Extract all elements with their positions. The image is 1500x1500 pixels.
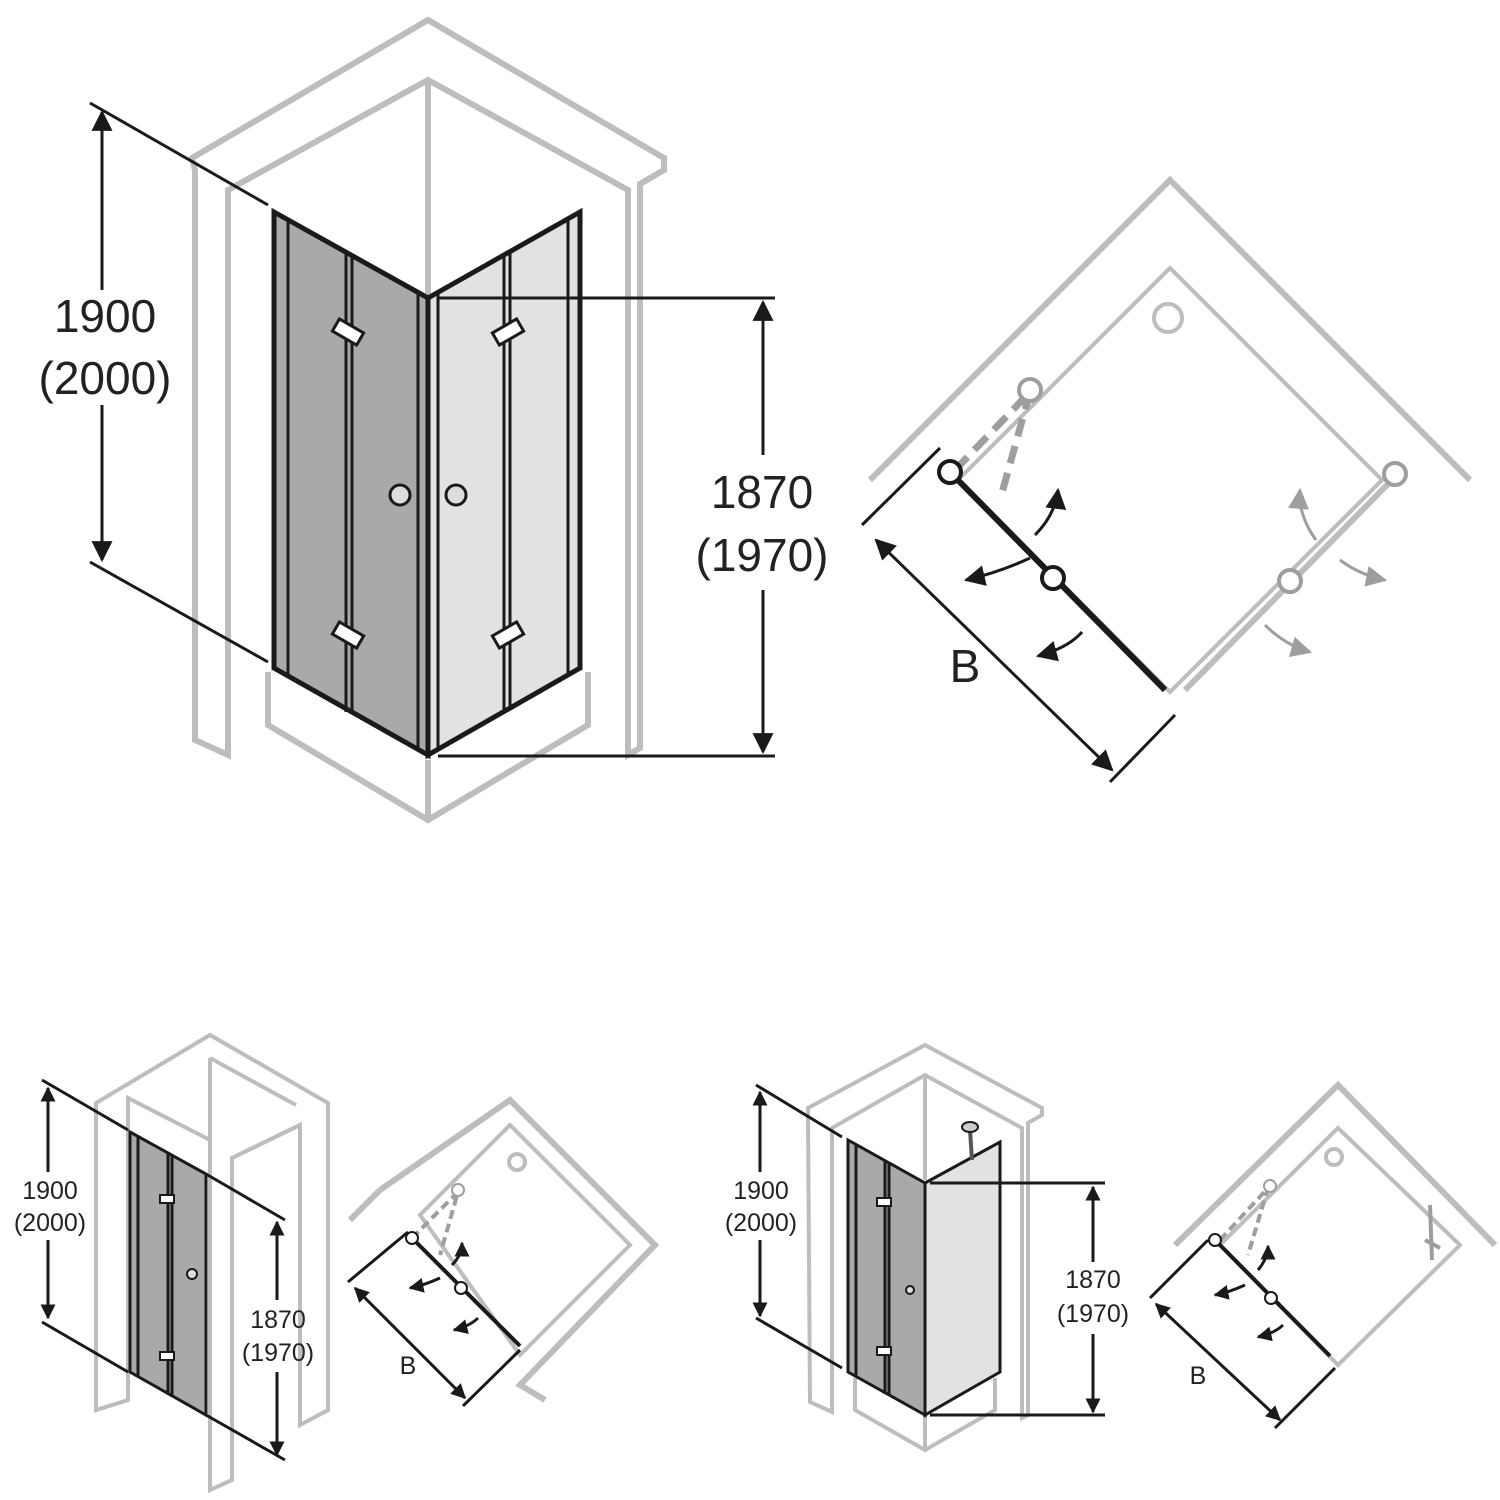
dimension-width: B [860,446,1177,784]
iso-left-door [271,207,431,760]
variant-right-total-height: 1900 (2000) [725,1083,843,1370]
door-height-value: 1870 [711,466,813,518]
variant-left-door-height-alt-value: (1970) [242,1339,314,1367]
variant-left-total-height-alt-value: (2000) [14,1209,86,1237]
variant-left-total-height: 1900 (2000) [14,1078,129,1374]
hinge-icon [490,316,526,348]
knob-icon [388,483,412,507]
pivot-icon [937,459,963,485]
knob-icon [905,1285,915,1295]
pivot-icon [1208,1233,1222,1247]
variant-left-door-height: 1870 (1970) [205,1172,314,1462]
folded-door-position [952,389,1033,473]
hinge-icon [330,316,366,348]
iso-walls [188,16,667,824]
variant-right-total-height-value: 1900 [733,1177,789,1205]
variant-left-iso-view: 1900 (2000) 1870 (1970) [14,1032,330,1494]
hinge-icon [159,1351,175,1361]
variant-right-door-height-value: 1870 [1065,1266,1121,1294]
pivot-icon [1264,1291,1278,1305]
variant-left-total-height-value: 1900 [22,1177,78,1205]
plan-drain-icon [1324,1147,1344,1167]
width-label: B [950,640,981,692]
pivot-icon [405,1231,419,1245]
variant-right-plan-view: B [1148,1080,1498,1430]
plan-drain-icon [507,1152,527,1172]
variant-right-fixed-panel [925,1142,1000,1415]
variant-left-plan-view: B [347,1096,660,1408]
variant-right-iso-view: 1900 (2000) 1870 (1970) [725,1042,1129,1453]
folded-door-position [410,1185,463,1256]
variant-left-width: B [347,1230,522,1408]
knob-icon [186,1268,198,1280]
hinge-icon [490,619,526,651]
door-height-alt-value: (1970) [696,529,829,581]
plan-drain-icon [1152,302,1184,334]
iso-right-door [425,207,583,760]
variant-right-door-height: 1870 (1970) [930,1181,1129,1417]
total-height-value: 1900 [54,290,156,342]
total-height-alt-value: (2000) [39,352,172,404]
variant-right-width-label: B [1190,1362,1207,1390]
pivot-icon [1382,461,1408,487]
hinge-icon [330,619,366,651]
variant-right-width: B [1148,1238,1337,1430]
main-iso-view: 1900 (2000) 1870 (1970) [39,16,829,824]
pivot-icon [1277,568,1303,594]
plan-right-door [1182,461,1408,693]
variant-left-width-label: B [400,1352,417,1380]
pivot-icon [454,1281,468,1295]
plan-walls [867,175,1473,483]
hinge-icon [876,1346,892,1356]
hinge-icon [876,1197,892,1207]
variant-right-door-height-alt-value: (1970) [1057,1300,1129,1328]
dimension-door-height: 1870 (1970) [438,296,829,758]
dimension-total-height: 1900 (2000) [39,101,269,664]
variant-left-door-height-value: 1870 [250,1306,306,1334]
variant-right-total-height-alt-value: (2000) [725,1209,797,1237]
pivot-icon [1040,565,1066,591]
main-plan-view: B [860,175,1473,784]
support-bar-icon [1424,1204,1441,1261]
hinge-icon [159,1194,175,1204]
support-bar-icon [968,1129,974,1161]
knob-icon [444,483,468,507]
